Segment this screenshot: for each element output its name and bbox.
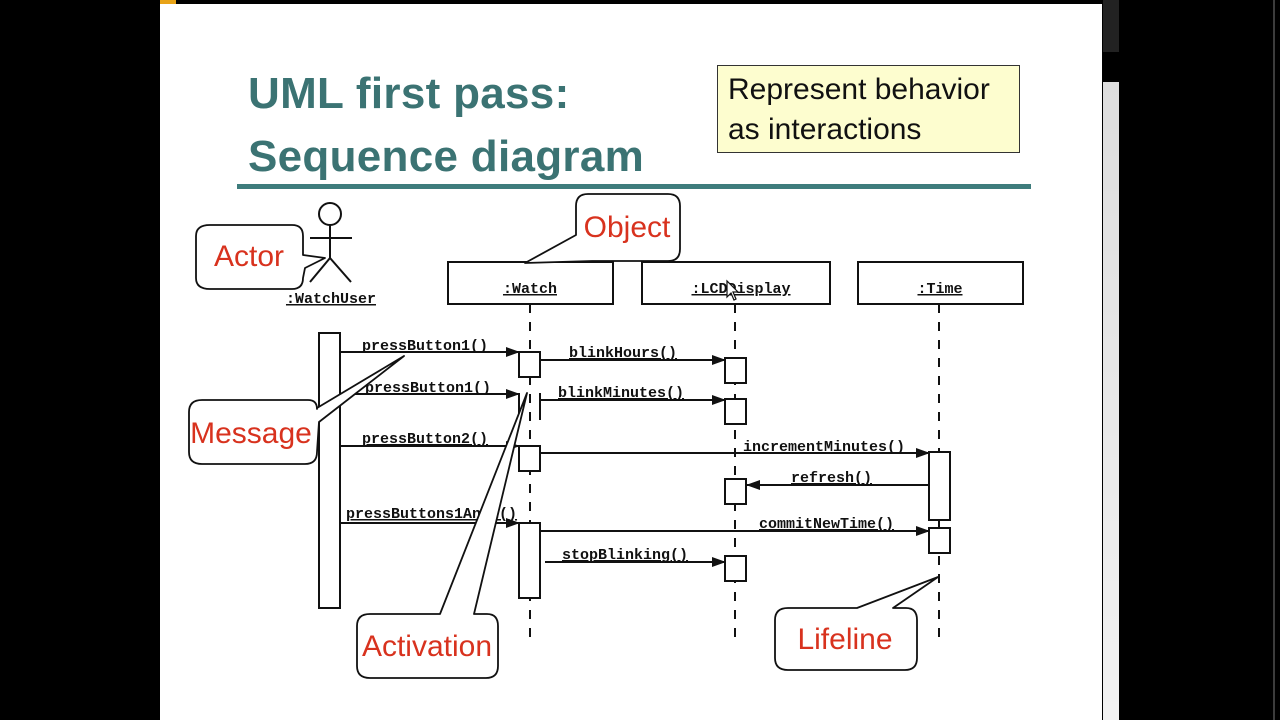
callout-activation-bubble	[356, 392, 528, 679]
activation-lcd-3	[724, 478, 747, 505]
message-label: pressButtons1And2()	[346, 506, 517, 523]
accent-tab	[160, 0, 176, 4]
actor-activation	[318, 332, 341, 609]
object-lcd-display: :LCDDisplay	[641, 261, 831, 305]
note-line-2: as interactions	[728, 113, 922, 146]
title-line-1: UML first pass:	[248, 69, 570, 118]
frame-edge	[1273, 0, 1275, 720]
activation-watch-3	[518, 445, 541, 472]
activation-lcd-4	[724, 555, 747, 582]
object-time-label: :Time	[917, 281, 962, 298]
callout-object-bubble	[524, 193, 681, 264]
callout-message-text: Message	[190, 417, 312, 450]
activation-watch-4	[518, 522, 541, 599]
message-label: commitNewTime()	[759, 516, 894, 533]
activation-watch-1	[518, 351, 541, 378]
message-label: pressButton2()	[362, 431, 488, 448]
activation-time-2	[928, 527, 951, 554]
activation-lcd-2	[724, 398, 747, 425]
callout-activation-text: Activation	[362, 630, 492, 663]
title-line-2: Sequence diagram	[248, 132, 645, 181]
note-line-1: Represent behavior	[728, 73, 990, 106]
message-label: stopBlinking()	[562, 547, 688, 564]
object-time: :Time	[857, 261, 1024, 305]
message-label: incrementMinutes()	[743, 439, 905, 456]
callout-message-bubble	[188, 355, 405, 465]
object-watch-label: :Watch	[503, 281, 557, 298]
callout-actor-text: Actor	[214, 240, 284, 273]
message-label: blinkMinutes()	[558, 385, 684, 402]
side-strip-light	[1103, 82, 1119, 720]
stick-figure-icon	[309, 202, 352, 283]
slide-title: UML first pass: Sequence diagram	[248, 62, 644, 188]
callout-lifeline-text: Lifeline	[797, 623, 892, 656]
message-label: pressButton1()	[365, 380, 491, 397]
actor-label: :WatchUser	[286, 291, 376, 308]
message-label: refresh()	[791, 470, 872, 487]
callout-object-text: Object	[584, 211, 671, 244]
object-watch: :Watch	[447, 261, 614, 305]
activation-time-1	[928, 451, 951, 521]
title-divider	[237, 184, 1031, 189]
mouse-pointer-icon	[726, 279, 740, 301]
activation-lcd-1	[724, 357, 747, 384]
note-box: Represent behavior as interactions	[717, 65, 1020, 153]
message-label: blinkHours()	[569, 345, 677, 362]
message-label: pressButton1()	[362, 338, 488, 355]
callout-actor-bubble	[195, 224, 326, 290]
object-lcd-display-label: :LCDDisplay	[691, 281, 790, 298]
side-strip	[1103, 0, 1119, 52]
callout-lifeline-bubble	[774, 576, 939, 671]
